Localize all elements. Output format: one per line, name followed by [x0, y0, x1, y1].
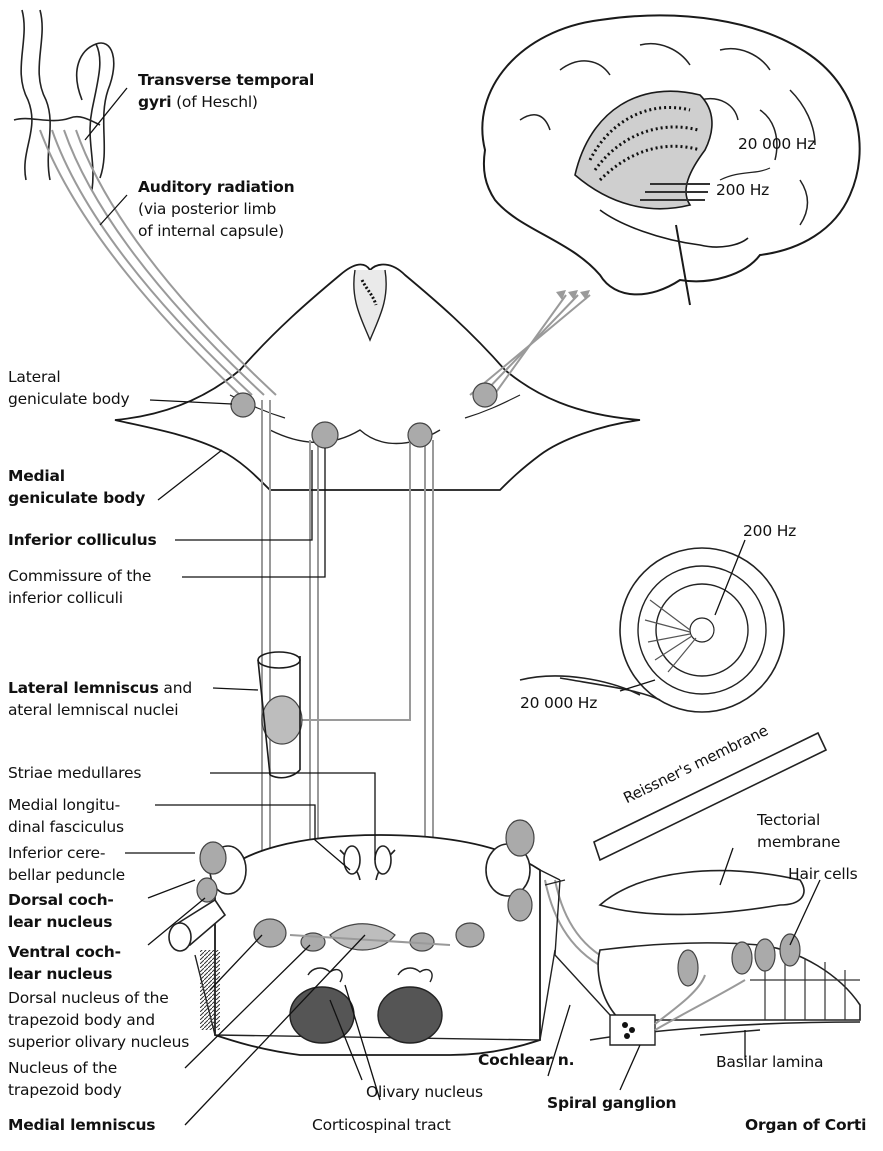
- label-cochlea-200hz: 200 Hz: [743, 521, 796, 541]
- label-striae-medullares: Striae medullares: [8, 763, 141, 783]
- label-dorsal-cochlear-l2: lear nucleus: [8, 912, 112, 932]
- label-gyri-line: gyri (of Heschl): [138, 92, 258, 112]
- label-hair-cells: Hair cells: [788, 864, 858, 884]
- label-lateral-lemniscus-line: Lateral lemniscus and: [8, 678, 192, 698]
- label-medial-lemniscus: Medial lemniscus: [8, 1115, 155, 1135]
- label-cochlea-20000hz: 20 000 Hz: [520, 693, 597, 713]
- label-organ-of-corti: Organ of Corti: [745, 1115, 866, 1135]
- label-dorsal-trapezoid-l2: trapezoid body and: [8, 1010, 155, 1030]
- label-commissure-l2: inferior colliculi: [8, 588, 123, 608]
- label-spiral-ganglion: Spiral ganglion: [547, 1093, 676, 1113]
- label-dorsal-trapezoid-l3: superior olivary nucleus: [8, 1032, 189, 1052]
- label-lateral-lemniscus: Lateral lemniscus: [8, 679, 159, 697]
- label-tectorial-l1: Tectorial: [757, 810, 820, 830]
- label-auditory-radiation-l2: (via posterior limb: [138, 199, 276, 219]
- label-tectorial-l2: membrane: [757, 832, 840, 852]
- label-cochlear-nerve: Cochlear n.: [478, 1050, 574, 1070]
- label-gyri: gyri: [138, 93, 171, 111]
- label-nucleus-trapezoid-l1: Nucleus of the: [8, 1058, 117, 1078]
- label-ventral-cochlear-l2: lear nucleus: [8, 964, 112, 984]
- organ-of-corti: [540, 733, 860, 1045]
- label-olivary-nucleus: Olivary nucleus: [366, 1082, 483, 1102]
- label-medial-geniculate-l2: geniculate body: [8, 488, 145, 508]
- label-basilar-lamina: Basilar lamina: [716, 1052, 823, 1072]
- label-corticospinal-tract: Corticospinal tract: [312, 1115, 451, 1135]
- label-dorsal-trapezoid-l1: Dorsal nucleus of the: [8, 988, 169, 1008]
- cochlea-spiral: [520, 548, 784, 712]
- label-dorsal-cochlear-l1: Dorsal coch-: [8, 890, 114, 910]
- label-lateral-geniculate-l2: geniculate body: [8, 389, 130, 409]
- label-lateral-lemniscus-and: and: [159, 679, 192, 697]
- label-transverse-temporal: Transverse temporal: [138, 70, 314, 90]
- label-auditory-radiation: Auditory radiation: [138, 177, 294, 197]
- label-of-heschl: (of Heschl): [171, 93, 257, 111]
- brain-lateral-view: [482, 15, 859, 305]
- label-lateral-lemniscal-nuclei: ateral lemniscal nuclei: [8, 700, 178, 720]
- label-medial-geniculate-l1: Medial: [8, 466, 65, 486]
- label-mlf-l1: Medial longitu-: [8, 795, 120, 815]
- label-ventral-cochlear-l1: Ventral coch-: [8, 942, 121, 962]
- label-inferior-colliculus: Inferior colliculus: [8, 530, 156, 550]
- label-icp-l1: Inferior cere-: [8, 843, 105, 863]
- label-commissure-l1: Commissure of the: [8, 566, 151, 586]
- label-brain-200hz: 200 Hz: [716, 180, 769, 200]
- label-nucleus-trapezoid-l2: trapezoid body: [8, 1080, 122, 1100]
- label-icp-l2: bellar peduncle: [8, 865, 125, 885]
- label-mlf-l2: dinal fasciculus: [8, 817, 124, 837]
- label-lateral-geniculate-l1: Lateral: [8, 367, 61, 387]
- label-auditory-radiation-l3: of internal capsule): [138, 221, 284, 241]
- label-brain-20000hz: 20 000 Hz: [738, 134, 815, 154]
- heschl-gyrus-fragment: [14, 10, 114, 190]
- fiber-arrowheads: [556, 290, 590, 300]
